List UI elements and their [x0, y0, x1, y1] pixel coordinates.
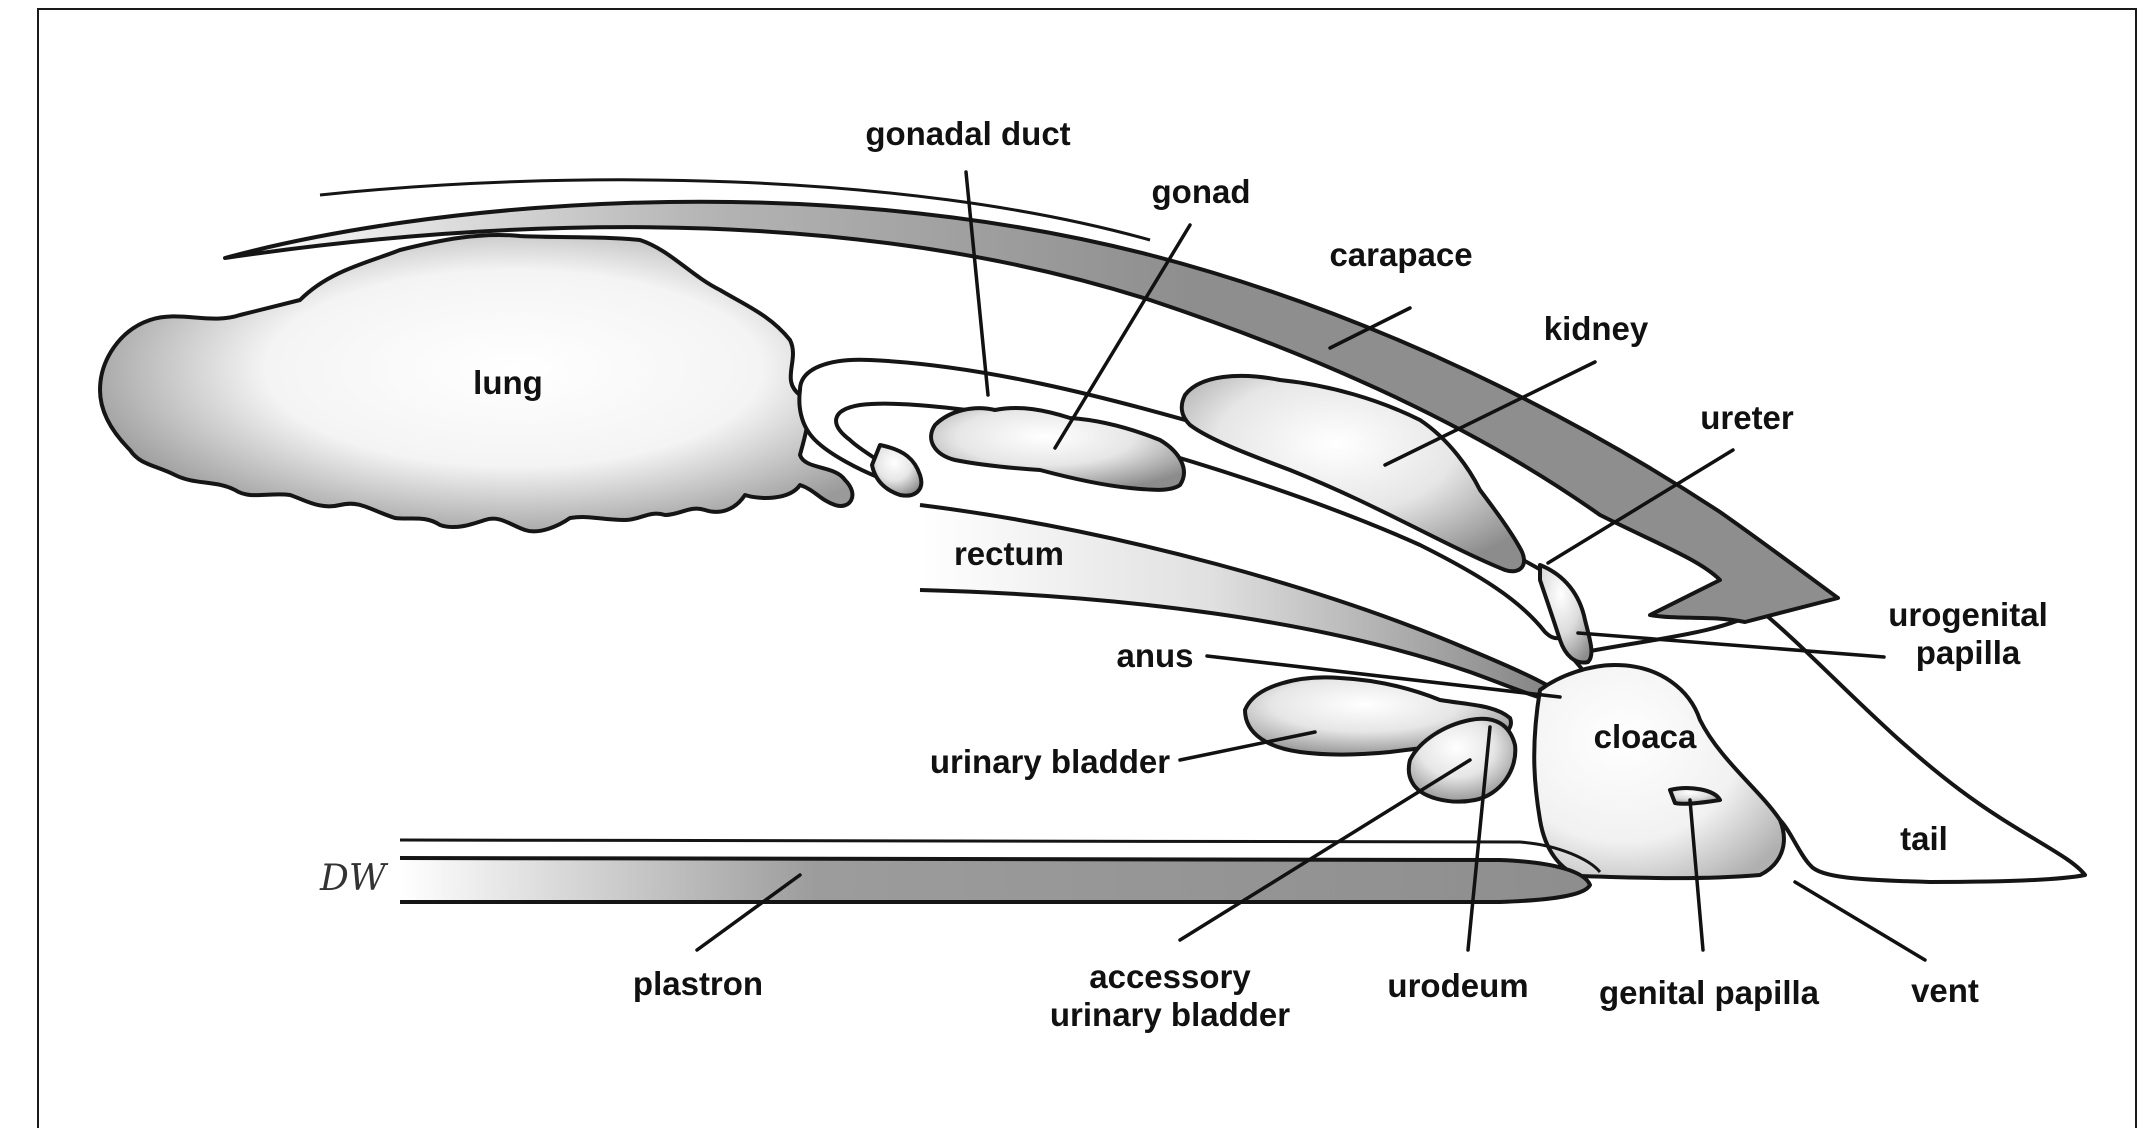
label-accessory-bladder-line1: accessory [1089, 958, 1251, 995]
kidney [1179, 373, 1526, 574]
leader-gonadal-duct [964, 170, 990, 397]
plastron [399, 856, 1592, 904]
label-accessory-bladder-line2: urinary bladder [1050, 996, 1290, 1033]
carapace-inner-edge [319, 178, 1151, 242]
label-urinary-bladder: urinary bladder [930, 743, 1170, 780]
leader-gonad [1053, 223, 1192, 450]
leader-plastron [695, 873, 802, 952]
genital-papilla [1668, 786, 1722, 806]
leader-vent [1793, 880, 1927, 962]
label-kidney: kidney [1544, 310, 1649, 347]
leader-urinary-bladder [1178, 730, 1317, 762]
label-gonad: gonad [1152, 173, 1251, 210]
leader-urogenital-papilla [1576, 631, 1886, 659]
leader-accessory-bladder [1178, 758, 1472, 942]
ureter [1538, 563, 1594, 665]
leader-carapace [1328, 306, 1412, 350]
label-rectum: rectum [954, 535, 1064, 572]
label-urogenital-papilla-line2: papilla [1916, 634, 2021, 671]
leader-anus [1205, 654, 1562, 699]
label-gonadal-duct: gonadal duct [865, 115, 1070, 152]
label-ureter: ureter [1700, 399, 1794, 436]
label-urodeum: urodeum [1387, 967, 1528, 1004]
label-tail: tail [1900, 820, 1948, 857]
label-lung: lung [473, 364, 543, 401]
gonadal-duct [797, 357, 1577, 641]
gonadal-duct-tip [870, 443, 924, 498]
label-urogenital-papilla-line1: urogenital [1888, 596, 2048, 633]
lung [98, 232, 855, 534]
leader-kidney [1383, 360, 1597, 467]
leader-urodeum [1466, 725, 1492, 952]
leader-genital-papilla [1688, 798, 1705, 952]
plastron-outer-edge [399, 838, 1602, 874]
signature: DW [319, 858, 389, 899]
cloaca [1532, 663, 1786, 881]
carapace [223, 199, 1840, 624]
label-vent: vent [1911, 972, 1979, 1009]
label-anus: anus [1116, 637, 1193, 674]
leader-ureter [1546, 448, 1735, 565]
label-carapace: carapace [1329, 236, 1472, 273]
label-plastron: plastron [633, 965, 763, 1002]
label-genital-papilla: genital papilla [1599, 974, 1820, 1011]
label-cloaca: cloaca [1594, 718, 1697, 755]
gonad [929, 406, 1186, 492]
